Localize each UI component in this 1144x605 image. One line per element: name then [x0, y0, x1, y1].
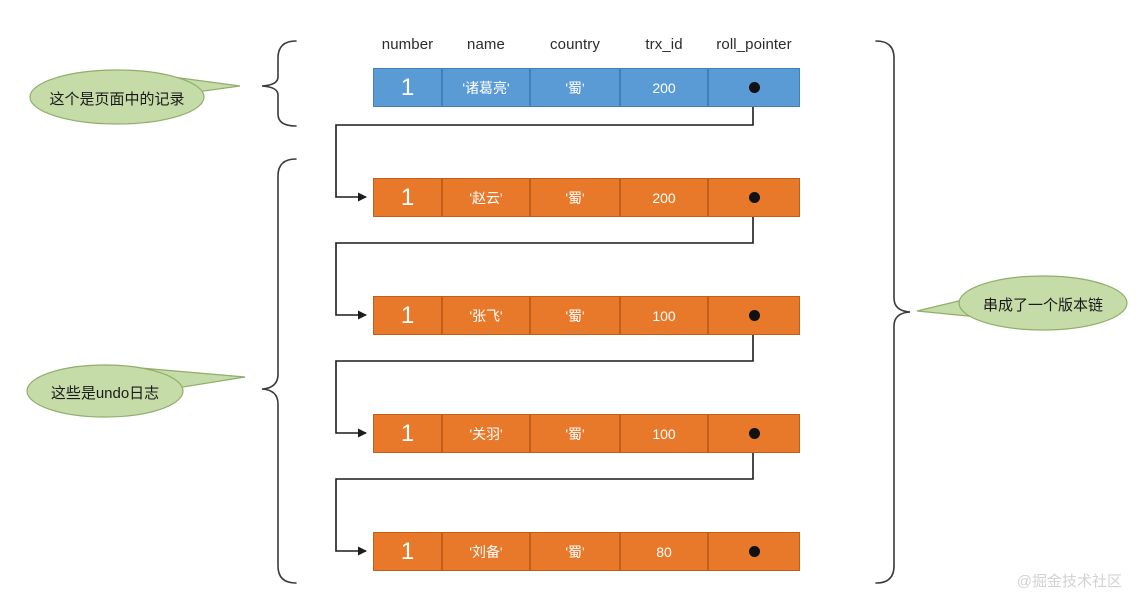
cell-trx-id: 200	[620, 68, 708, 107]
cell-number: 1	[373, 178, 442, 217]
record-row-undo-2[interactable]: 1 '张飞' '蜀' 100	[373, 296, 800, 335]
record-row-undo-4[interactable]: 1 '刘备' '蜀' 80	[373, 532, 800, 571]
column-header-country: country	[550, 36, 600, 53]
column-header-roll-pointer: roll_pointer	[716, 36, 792, 53]
cell-roll-pointer	[708, 414, 800, 453]
cell-name: '关羽'	[442, 414, 530, 453]
cell-number: 1	[373, 532, 442, 571]
cell-roll-pointer	[708, 178, 800, 217]
brace-page-record	[261, 40, 297, 127]
cell-trx-id: 200	[620, 178, 708, 217]
cell-country: '蜀'	[530, 68, 620, 107]
cell-name: '刘备'	[442, 532, 530, 571]
cell-roll-pointer	[708, 296, 800, 335]
cell-trx-id: 80	[620, 532, 708, 571]
cell-number: 1	[373, 414, 442, 453]
cell-country: '蜀'	[530, 532, 620, 571]
column-header-trx-id: trx_id	[645, 36, 683, 53]
cell-name: '张飞'	[442, 296, 530, 335]
cell-country: '蜀'	[530, 414, 620, 453]
watermark: @掘金技术社区	[1016, 573, 1122, 590]
brace-version-chain	[875, 40, 911, 584]
brace-undo-logs	[261, 158, 297, 584]
cell-roll-pointer	[708, 532, 800, 571]
record-row-undo-1[interactable]: 1 '赵云' '蜀' 200	[373, 178, 800, 217]
cell-name: '诸葛亮'	[442, 68, 530, 107]
column-header-name: name	[467, 36, 505, 53]
column-header-number: number	[381, 36, 434, 53]
cell-country: '蜀'	[530, 296, 620, 335]
cell-roll-pointer	[708, 68, 800, 107]
roll-pointer-dot-icon	[748, 82, 760, 93]
cell-country: '蜀'	[530, 178, 620, 217]
cell-number: 1	[373, 296, 442, 335]
cell-trx-id: 100	[620, 414, 708, 453]
cell-name: '赵云'	[442, 178, 530, 217]
record-row-page[interactable]: 1 '诸葛亮' '蜀' 200	[373, 68, 800, 107]
record-row-undo-3[interactable]: 1 '关羽' '蜀' 100	[373, 414, 800, 453]
version-chain-callout-label: 串成了一个版本链	[982, 297, 1103, 314]
undo-log-callout-label: 这些是undo日志	[50, 385, 160, 402]
cell-number: 1	[373, 68, 442, 107]
page-record-callout-label: 这个是页面中的记录	[49, 91, 185, 108]
roll-pointer-dot-icon	[748, 546, 760, 557]
roll-pointer-dot-icon	[748, 428, 760, 439]
roll-pointer-dot-icon	[748, 310, 760, 321]
roll-pointer-dot-icon	[748, 192, 760, 203]
cell-trx-id: 100	[620, 296, 708, 335]
